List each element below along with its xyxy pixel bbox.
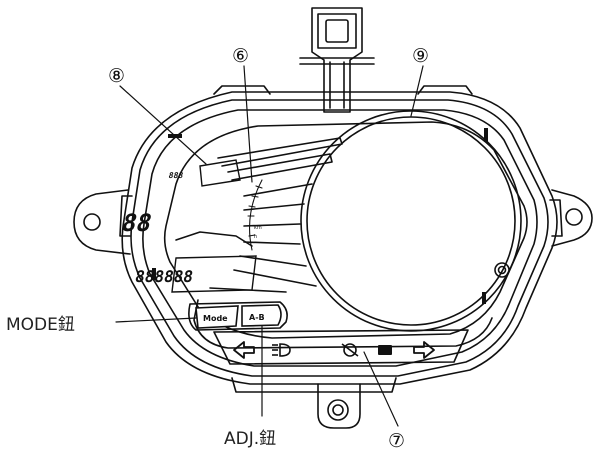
- headlight-icon: [272, 343, 291, 357]
- mode-button-label: MODE鈕: [6, 315, 75, 335]
- side-slots: [152, 128, 488, 304]
- lcd-unit-bottom: h: [254, 234, 257, 240]
- tachometer-arc: [247, 179, 263, 251]
- button-pod: [188, 301, 288, 331]
- left-mounting-ear: [73, 189, 131, 255]
- left-turn-icon: [233, 341, 255, 359]
- leader-lines: [115, 65, 424, 427]
- mode-button-text: Mode: [203, 314, 228, 323]
- warning-icon: [378, 345, 392, 355]
- svg-text:⑧: ⑧: [108, 65, 125, 87]
- mode-button[interactable]: Mode: [195, 305, 239, 329]
- adj-button-text: A-B: [249, 313, 265, 322]
- lcd-gear: 88 km h: [119, 208, 262, 240]
- trip-knob: [494, 262, 510, 278]
- engine-check-icon: [341, 343, 359, 357]
- top-bracket: [299, 7, 375, 113]
- callout-8: ⑧: [108, 65, 125, 87]
- lcd-upper-text: 888: [168, 170, 185, 180]
- lcd-unit-top: km: [254, 225, 262, 231]
- bottom-boss: [317, 383, 361, 429]
- lcd-gear-text: 88: [119, 208, 155, 237]
- lcd-odometer: 888888: [134, 255, 257, 293]
- adj-button-label: ADJ.鈕: [224, 429, 276, 449]
- svg-text:⑨: ⑨: [412, 45, 429, 67]
- outer-housing: [119, 85, 563, 393]
- callout-9: ⑨: [412, 45, 429, 67]
- callout-7: ⑦: [388, 430, 405, 452]
- right-mounting-ear: [551, 189, 593, 247]
- callout-6: ⑥: [232, 45, 249, 67]
- svg-text:⑥: ⑥: [232, 45, 249, 67]
- indicator-strip: [213, 329, 469, 365]
- lcd-upper: 888: [168, 159, 241, 187]
- adj-button[interactable]: A-B: [241, 304, 282, 327]
- svg-text:⑦: ⑦: [388, 430, 405, 452]
- right-turn-icon: [413, 341, 435, 359]
- lcd-odometer-text: 888888: [134, 267, 195, 286]
